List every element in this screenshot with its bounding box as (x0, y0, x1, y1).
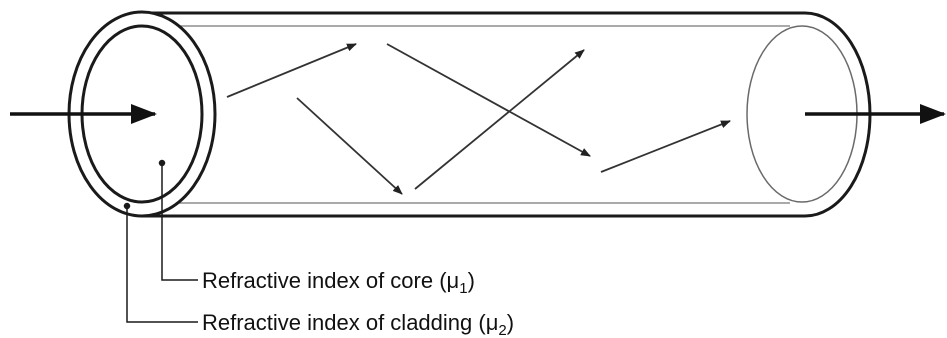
core-leader-line (161, 163, 198, 281)
label-leaders (123, 159, 198, 323)
ray-segment-5 (600, 120, 731, 173)
cladding-label: Refractive index of cladding (μ2) (202, 310, 514, 338)
ray-segment-3 (386, 43, 591, 157)
cladding-leader-line (126, 206, 198, 323)
core-label: Refractive index of core (μ1) (202, 268, 475, 297)
light-ray-paths (226, 43, 731, 195)
ray-segment-2 (296, 97, 403, 195)
ray-segment-1 (226, 43, 357, 98)
ray-segment-4 (414, 49, 585, 190)
fiber-tube (142, 11, 805, 218)
